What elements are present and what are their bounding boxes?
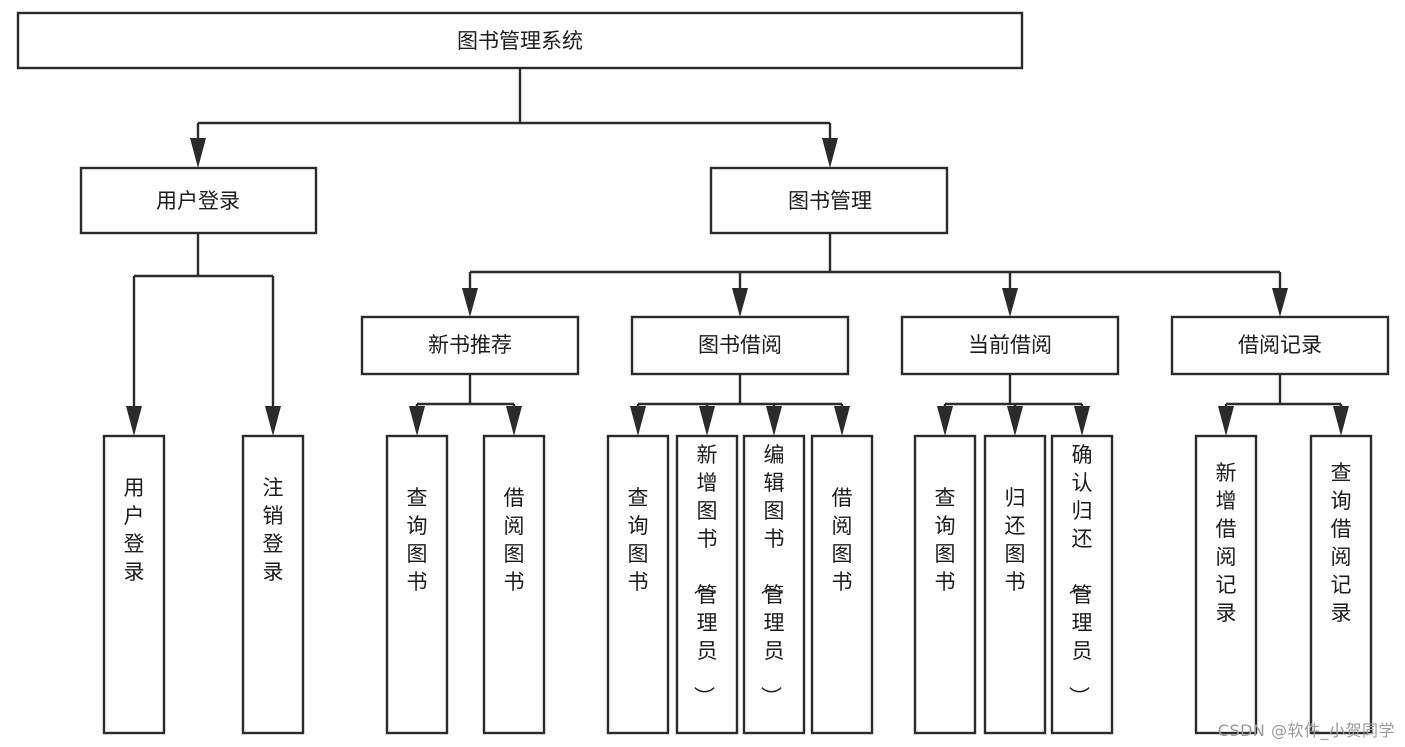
node-book-management-label: 图书管理 <box>788 189 872 213</box>
arrow-to-new-book <box>462 288 478 317</box>
node-current-borrow-label: 当前借阅 <box>968 333 1052 357</box>
leaf-book-borrow-1-box[interactable] <box>606 434 670 735</box>
leaf-new-book-1-box[interactable] <box>385 434 449 735</box>
arrow-to-leaf-user-1 <box>126 406 142 436</box>
arrow-to-leaf-bw-4 <box>834 406 850 436</box>
arrow-to-leaf-rc-2 <box>1333 406 1349 436</box>
leaf-borrow-record-1-box[interactable] <box>1194 434 1258 735</box>
leaf-book-borrow-2-box[interactable] <box>675 434 739 735</box>
node-book-management-box[interactable] <box>709 166 949 235</box>
arrow-to-leaf-rc-1 <box>1218 406 1234 436</box>
leaf-user-login-1[interactable]: 用户登录 <box>102 434 166 735</box>
arrow-to-leaf-nb-2 <box>506 406 522 436</box>
node-book-borrow[interactable]: 图书借阅 <box>630 315 850 376</box>
node-user-login[interactable]: 用户登录 <box>79 166 318 235</box>
leaf-borrow-record-2-label: 查询借阅记录 <box>1331 461 1352 625</box>
leaf-current-borrow-3[interactable]: 确认归还（管理员） <box>1050 434 1114 735</box>
node-borrow-record[interactable]: 借阅记录 <box>1170 315 1390 376</box>
node-root[interactable]: 图书管理系统 <box>16 11 1024 70</box>
node-current-borrow-box[interactable] <box>900 315 1120 376</box>
leaf-new-book-2-box[interactable] <box>482 434 546 735</box>
node-book-management[interactable]: 图书管理 <box>709 166 949 235</box>
arrow-to-leaf-cb-2 <box>1007 406 1023 436</box>
leaf-book-borrow-3[interactable]: 编辑图书（管理员） <box>742 434 806 735</box>
node-root-box[interactable] <box>16 11 1024 70</box>
arrow-to-leaf-cb-3 <box>1074 406 1090 436</box>
leaf-borrow-record-2[interactable]: 查询借阅记录 <box>1309 434 1373 735</box>
connector-group <box>126 68 1349 436</box>
node-new-book-recommend-label: 新书推荐 <box>428 333 512 357</box>
node-new-book-recommend-box[interactable] <box>360 315 580 376</box>
leaf-current-borrow-1-label: 查询图书 <box>935 486 956 594</box>
node-new-book-recommend[interactable]: 新书推荐 <box>360 315 580 376</box>
node-user-login-box[interactable] <box>79 166 318 235</box>
arrow-to-leaf-nb-1 <box>409 406 425 436</box>
node-current-borrow[interactable]: 当前借阅 <box>900 315 1120 376</box>
leaf-current-borrow-3-box[interactable] <box>1050 434 1114 735</box>
leaf-book-borrow-2-label: 新增图书（管理员） <box>692 443 718 707</box>
leaf-book-borrow-4-label: 借阅图书 <box>832 486 853 594</box>
leaf-book-borrow-1-label: 查询图书 <box>628 486 649 594</box>
leaf-borrow-record-1[interactable]: 新增借阅记录 <box>1194 434 1258 735</box>
leaf-borrow-record-1-label: 新增借阅记录 <box>1216 461 1237 625</box>
arrow-to-borrow-record <box>1272 288 1288 317</box>
leaf-book-borrow-1[interactable]: 查询图书 <box>606 434 670 735</box>
leaf-current-borrow-2[interactable]: 归还图书 <box>983 434 1047 735</box>
leaf-current-borrow-2-box[interactable] <box>983 434 1047 735</box>
arrow-to-leaf-bw-1 <box>630 406 646 436</box>
node-book-borrow-box[interactable] <box>630 315 850 376</box>
leaf-user-login-1-label: 用户登录 <box>124 476 145 584</box>
leaf-current-borrow-2-label: 归还图书 <box>1005 486 1026 594</box>
arrow-to-book-mgmt <box>822 138 838 168</box>
leaf-current-borrow-1[interactable]: 查询图书 <box>913 434 977 735</box>
node-borrow-record-label: 借阅记录 <box>1238 333 1322 357</box>
arrow-to-current-borrow <box>1002 288 1018 317</box>
node-borrow-record-box[interactable] <box>1170 315 1390 376</box>
leaf-new-book-2-label: 借阅图书 <box>504 486 525 594</box>
leaf-current-borrow-1-box[interactable] <box>913 434 977 735</box>
node-root-label: 图书管理系统 <box>457 29 583 53</box>
arrow-to-leaf-user-2 <box>265 406 281 436</box>
arrow-to-book-borrow <box>732 288 748 317</box>
leaf-user-login-1-box[interactable] <box>102 434 166 735</box>
csdn-watermark: CSDN @软件_小贺同学 <box>1217 721 1395 740</box>
node-user-login-label: 用户登录 <box>156 189 240 213</box>
leaf-book-borrow-3-box[interactable] <box>742 434 806 735</box>
leaf-new-book-1[interactable]: 查询图书 <box>385 434 449 735</box>
leaf-user-login-2-label: 注销登录 <box>263 476 284 584</box>
node-book-borrow-label: 图书借阅 <box>698 333 782 357</box>
leaf-book-borrow-2[interactable]: 新增图书（管理员） <box>675 434 739 735</box>
leaf-new-book-1-label: 查询图书 <box>407 486 428 594</box>
arrow-to-user-login <box>190 138 206 168</box>
leaf-book-borrow-4[interactable]: 借阅图书 <box>810 434 874 735</box>
leaf-user-login-2-box[interactable] <box>241 434 305 735</box>
leaf-user-login-2[interactable]: 注销登录 <box>241 434 305 735</box>
arrow-to-leaf-cb-1 <box>937 406 953 436</box>
arrow-to-leaf-bw-3 <box>766 406 782 436</box>
leaf-book-borrow-4-box[interactable] <box>810 434 874 735</box>
leaf-book-borrow-3-label: 编辑图书（管理员） <box>759 443 785 707</box>
arrow-to-leaf-bw-2 <box>699 406 715 436</box>
leaf-borrow-record-2-box[interactable] <box>1309 434 1373 735</box>
leaf-current-borrow-3-label: 确认归还（管理员） <box>1067 443 1093 707</box>
leaf-new-book-2[interactable]: 借阅图书 <box>482 434 546 735</box>
